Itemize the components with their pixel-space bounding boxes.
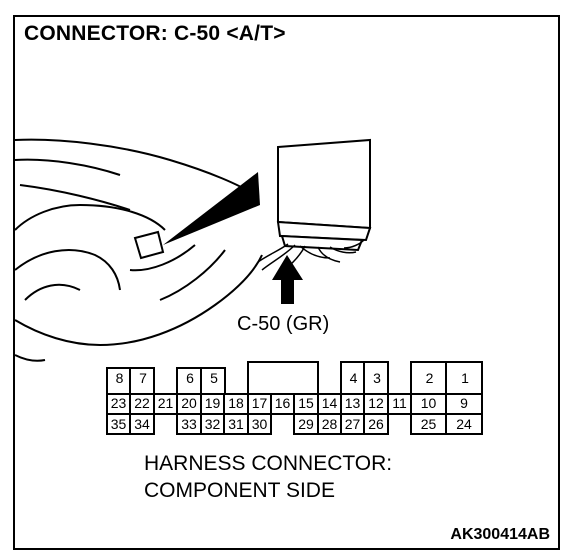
caption-line-1: HARNESS CONNECTOR:: [144, 452, 393, 475]
connector-location-marker: [133, 230, 165, 260]
pin-number: 21: [157, 395, 174, 411]
pin-number: 9: [460, 395, 468, 411]
pin-number: 1: [461, 370, 469, 386]
pin-number: 22: [134, 395, 150, 411]
connector-callout-label: C-50 (GR): [237, 313, 330, 335]
diagram-title: CONNECTOR: C-50 <A/T>: [24, 22, 286, 45]
pin-number: 17: [251, 395, 268, 411]
caption-line-2: COMPONENT SIDE: [144, 479, 335, 502]
pin-number: 7: [139, 370, 147, 386]
harness-wires: [257, 239, 365, 273]
pin-number: 8: [115, 370, 124, 386]
pin-number: 20: [181, 395, 197, 411]
pin-number: 34: [134, 416, 150, 432]
pin-number: 2: [425, 370, 434, 386]
pin-number: 23: [110, 395, 127, 411]
pin-number: 4: [349, 370, 358, 386]
pin-number: 6: [186, 370, 194, 386]
pin-number: 12: [368, 395, 384, 411]
pin-number: 16: [274, 395, 291, 411]
pin-number: 24: [456, 416, 472, 432]
pin-number: 10: [420, 395, 437, 411]
location-pointer: [163, 172, 260, 245]
pin-number: 29: [298, 416, 314, 432]
pin-number: 28: [321, 416, 338, 432]
pin-number: 26: [368, 416, 384, 432]
pin-number: 19: [204, 395, 221, 411]
pin-number: 25: [420, 416, 437, 432]
pin-number: 27: [344, 416, 361, 432]
pin-number: 11: [392, 395, 407, 411]
pin-number: 15: [298, 395, 314, 411]
connector-caption: HARNESS CONNECTOR: COMPONENT SIDE: [144, 450, 392, 504]
pin-number: 31: [228, 416, 244, 432]
pin-number: 13: [344, 395, 361, 411]
pin-number: 32: [204, 416, 221, 432]
pin-number: 33: [181, 416, 197, 432]
connector-face: [106, 361, 483, 435]
pin-number: 14: [321, 395, 338, 411]
pin-number: 5: [210, 370, 218, 386]
pin-number: 30: [251, 416, 268, 432]
pin-number: 35: [110, 416, 127, 432]
pin-number: 3: [373, 370, 381, 386]
reference-code: AK300414AB: [450, 526, 550, 543]
pin-number: 18: [228, 395, 244, 411]
up-arrow-icon: [272, 255, 303, 304]
dashboard-drawing: [14, 138, 263, 362]
control-unit-drawing: [276, 138, 372, 252]
